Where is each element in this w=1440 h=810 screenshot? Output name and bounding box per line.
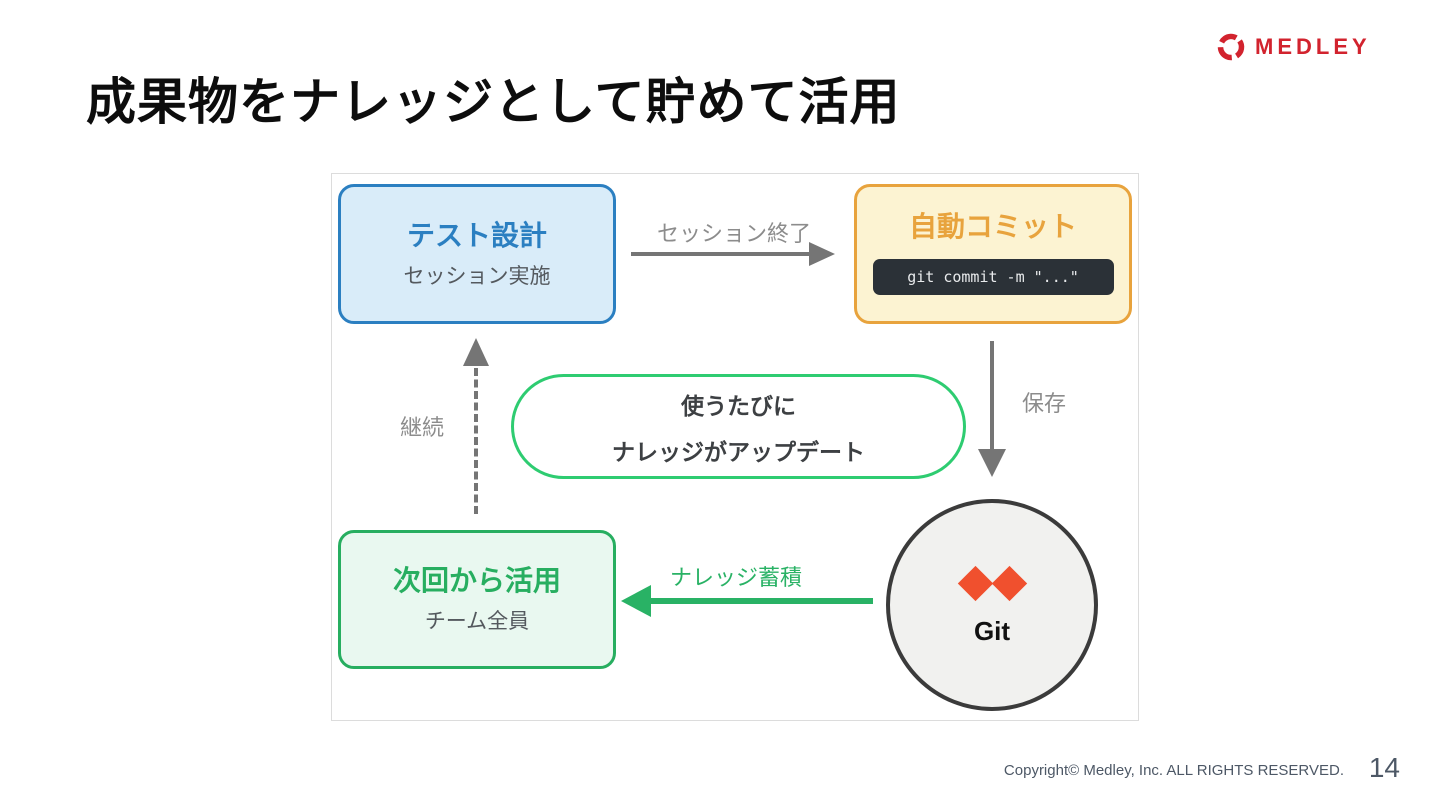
node-auto-commit: 自動コミット git commit -m "..." <box>854 184 1132 324</box>
pill-line2: ナレッジがアップデート <box>612 438 865 465</box>
git-label: Git <box>973 615 1011 646</box>
arrow-label-session-end: セッション終了 <box>656 221 811 246</box>
node-test-design-subtitle: セッション実施 <box>403 264 551 288</box>
git-diamond-left-icon <box>957 565 993 601</box>
medley-logo-text: MEDLEY <box>1255 34 1371 59</box>
node-auto-commit-title: 自動コミット <box>908 211 1077 242</box>
git-diamonds-icon <box>957 565 1027 601</box>
arrow-label-knowledge: ナレッジ蓄積 <box>669 565 802 590</box>
arrow-label-save: 保存 <box>1022 391 1067 416</box>
node-reuse-subtitle: チーム全員 <box>424 610 530 633</box>
node-reuse: 次回から活用 チーム全員 <box>338 530 616 669</box>
medley-logo-icon <box>1216 32 1246 62</box>
node-test-design: テスト設計 セッション実施 <box>338 184 616 324</box>
arrow-continue-head-icon <box>463 338 489 366</box>
arrow-session-end-head-icon <box>809 242 835 266</box>
git-commit-code-chip: git commit -m "..." <box>872 259 1114 295</box>
node-reuse-title: 次回から活用 <box>392 565 561 596</box>
footer-copyright: Copyright© Medley, Inc. ALL RIGHTS RESER… <box>1003 762 1344 779</box>
pill-knowledge-update: 使うたびに ナレッジがアップデート <box>511 374 966 479</box>
arrow-knowledge-line <box>649 598 873 604</box>
page-number: 14 <box>1368 752 1400 783</box>
arrow-label-continue: 継続 <box>399 415 444 440</box>
arrow-continue-line <box>474 368 478 514</box>
pill-line1: 使うたびに <box>681 392 796 419</box>
git-circle: Git <box>886 499 1098 711</box>
medley-logo: MEDLEY <box>1216 32 1371 62</box>
git-diamond-right-icon <box>991 565 1027 601</box>
arrow-session-end-line <box>631 252 811 256</box>
arrow-knowledge-head-icon <box>621 585 651 617</box>
node-test-design-title: テスト設計 <box>406 219 547 251</box>
flow-diagram: テスト設計 セッション実施 自動コミット git commit -m "..."… <box>331 173 1139 721</box>
arrow-save-head-icon <box>978 449 1006 477</box>
page-title: 成果物をナレッジとして貯めて活用 <box>86 74 901 130</box>
arrow-save-line <box>990 341 994 449</box>
